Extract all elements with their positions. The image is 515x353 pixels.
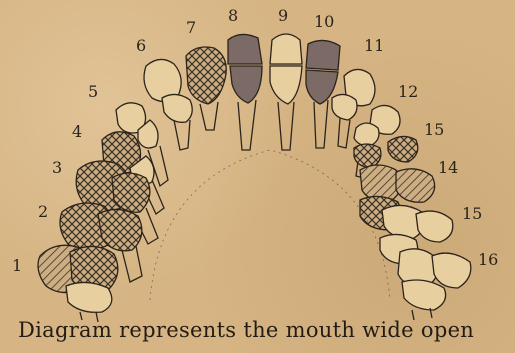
tooth-9-lower <box>270 66 302 104</box>
tooth-label-1: 1 <box>12 256 22 275</box>
tooth-label-15-upper: 15 <box>424 120 444 139</box>
tooth-label-16: 16 <box>478 250 498 269</box>
tooth-label-4: 4 <box>72 122 82 141</box>
tooth-label-7: 7 <box>186 18 196 37</box>
tooth-10-root <box>314 100 328 148</box>
tooth-10-upper <box>306 40 340 70</box>
tooth-8-root <box>238 100 256 150</box>
tooth-label-9: 9 <box>278 6 288 25</box>
tooth-14 <box>360 165 401 201</box>
tooth-15-upper <box>388 136 418 162</box>
tooth-label-14: 14 <box>438 158 458 177</box>
tooth-label-12: 12 <box>398 82 418 101</box>
tooth-label-2: 2 <box>38 202 48 221</box>
tooth-label-5: 5 <box>88 82 98 101</box>
tooth-label-3: 3 <box>52 158 62 177</box>
tooth-6b <box>162 94 192 122</box>
tooth-7 <box>186 47 226 104</box>
tooth-8-upper <box>228 34 262 64</box>
tooth-label-15-lower: 15 <box>462 204 482 223</box>
tooth-label-11: 11 <box>364 36 384 55</box>
tooth-9-root <box>278 102 294 150</box>
diagram-caption: Diagram represents the mouth wide open <box>18 318 508 342</box>
tooth-label-10: 10 <box>314 12 334 31</box>
tooth-label-8: 8 <box>228 6 238 25</box>
tooth-8-lower <box>230 66 262 103</box>
tooth-11b <box>332 94 357 120</box>
tooth-label-6: 6 <box>136 36 146 55</box>
tooth-9-upper <box>270 34 302 64</box>
